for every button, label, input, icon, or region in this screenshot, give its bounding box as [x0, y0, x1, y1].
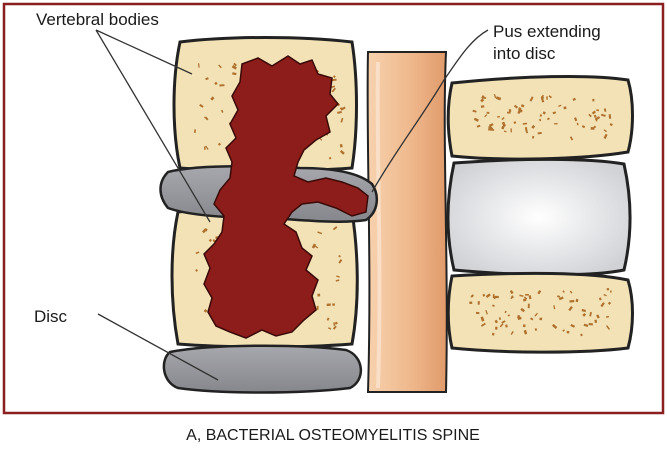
- cord-highlight: [378, 62, 380, 388]
- trabecula-speck: [332, 303, 335, 305]
- trabecula-speck: [476, 312, 479, 314]
- trabecula-speck: [483, 97, 486, 99]
- trabecula-speck: [525, 294, 529, 296]
- trabecula-speck: [495, 327, 498, 330]
- trabecula-speck: [594, 320, 597, 323]
- healthy-vertebra-upper: [448, 76, 632, 159]
- trabecula-speck: [567, 331, 570, 333]
- trabecula-speck: [563, 106, 566, 109]
- label-vertebral-bodies: Vertebral bodies: [36, 10, 159, 29]
- trabecula-speck: [511, 128, 512, 132]
- healthy-disc: [448, 159, 630, 275]
- trabecula-speck: [507, 112, 511, 114]
- label-disc: Disc: [34, 307, 68, 326]
- trabecula-speck: [317, 306, 319, 310]
- trabecula-speck: [204, 147, 206, 150]
- trabecula-speck: [487, 112, 490, 114]
- trabecula-speck: [340, 144, 343, 147]
- trabecula-speck: [546, 96, 548, 99]
- trabecula-speck: [554, 123, 558, 124]
- trabecula-speck: [494, 296, 498, 298]
- lower-disc: [164, 346, 361, 393]
- label-pus-line1: Pus extending: [493, 22, 601, 41]
- label-pus-line2: into disc: [493, 44, 556, 63]
- trabecula-speck: [528, 304, 530, 309]
- trabecula-speck: [493, 294, 495, 298]
- healthy-vertebra-lower: [448, 273, 632, 352]
- trabecula-speck: [481, 105, 485, 108]
- trabecula-speck: [219, 84, 224, 86]
- trabecula-speck: [327, 303, 331, 306]
- trabecula-speck: [596, 119, 598, 121]
- trabecula-speck: [591, 127, 595, 130]
- trabecula-speck: [509, 109, 511, 112]
- trabecula-speck: [607, 288, 609, 290]
- figure-caption: A, BACTERIAL OSTEOMYELITIS SPINE: [186, 427, 480, 444]
- trabecula-speck: [469, 302, 472, 305]
- trabecula-speck: [592, 99, 594, 102]
- trabecula-speck: [317, 294, 320, 297]
- trabecula-speck: [539, 318, 542, 321]
- trabecula-speck: [478, 301, 480, 305]
